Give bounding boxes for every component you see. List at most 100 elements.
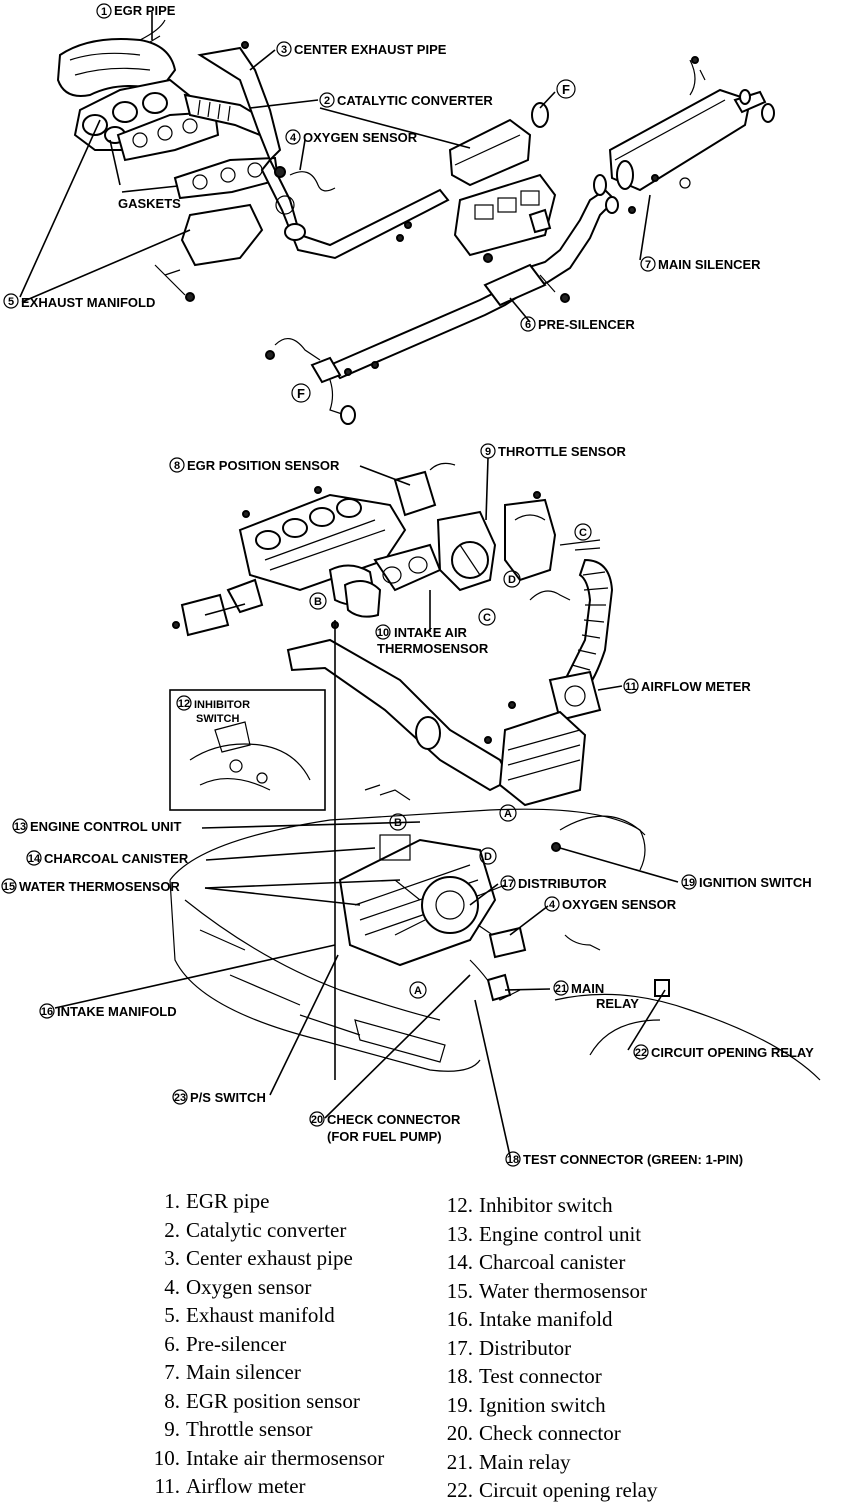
legend-item: 11.Airflow meter bbox=[150, 1472, 384, 1501]
svg-text:3: 3 bbox=[281, 44, 287, 56]
connector-d-engine: D bbox=[479, 847, 497, 865]
svg-text:P/S SWITCH: P/S SWITCH bbox=[190, 1090, 266, 1105]
legend-item-number: 2. bbox=[164, 1217, 180, 1242]
legend-item-number: 7. bbox=[164, 1360, 180, 1384]
svg-text:2: 2 bbox=[324, 95, 330, 107]
legend-item-text: Exhaust manifold bbox=[186, 1303, 335, 1327]
legend-item-number: 15. bbox=[446, 1278, 473, 1303]
connector-d-throttle: D bbox=[503, 570, 521, 588]
legend-item-text: Check connector bbox=[479, 1421, 621, 1445]
legend-item-number: 19. bbox=[446, 1392, 473, 1417]
svg-text:4: 4 bbox=[549, 899, 556, 911]
legend-item-number: 6. bbox=[164, 1331, 180, 1356]
svg-text:6: 6 bbox=[525, 319, 531, 331]
legend-item: 9.Throttle sensor bbox=[150, 1415, 384, 1444]
connector-b-engine: B bbox=[389, 813, 407, 831]
svg-text:15: 15 bbox=[3, 881, 15, 893]
legend-item-number: 1. bbox=[164, 1189, 180, 1213]
legend-item: 7.Main silencer bbox=[150, 1358, 384, 1387]
svg-text:DISTRIBUTOR: DISTRIBUTOR bbox=[518, 876, 607, 891]
callout-center-exhaust-pipe: 3 CENTER EXHAUST PIPE bbox=[276, 41, 447, 57]
svg-text:F: F bbox=[297, 386, 305, 401]
svg-text:EGR PIPE: EGR PIPE bbox=[114, 3, 176, 18]
legend-item-text: Test connector bbox=[479, 1364, 602, 1388]
svg-text:RELAY: RELAY bbox=[596, 996, 639, 1011]
callout-intake-manifold: 16 INTAKE MANIFOLD bbox=[39, 1003, 177, 1019]
svg-text:20: 20 bbox=[311, 1114, 323, 1126]
connector-c-hose: C bbox=[574, 523, 592, 541]
callout-throttle-sensor: 9 THROTTLE SENSOR bbox=[480, 443, 626, 459]
svg-text:CHECK CONNECTOR: CHECK CONNECTOR bbox=[327, 1112, 461, 1127]
callout-circuit-opening-relay: 22 CIRCUIT OPENING RELAY bbox=[633, 1044, 814, 1060]
legend-item-number: 4. bbox=[164, 1274, 180, 1299]
legend-item-text: Circuit opening relay bbox=[479, 1478, 658, 1502]
svg-text:D: D bbox=[484, 851, 492, 863]
svg-text:OXYGEN SENSOR: OXYGEN SENSOR bbox=[562, 897, 677, 912]
legend-item-number: 17. bbox=[446, 1335, 473, 1360]
callout-check-connector: 20 CHECK CONNECTOR (FOR FUEL PUMP) bbox=[309, 1111, 461, 1144]
callout-pre-silencer: 6 PRE-SILENCER bbox=[520, 316, 635, 332]
engine-callouts: 8 EGR POSITION SENSOR 9 THROTTLE SENSOR … bbox=[1, 443, 814, 1167]
legend-item-number: 9. bbox=[164, 1417, 180, 1441]
legend-item: 10.Intake air thermosensor bbox=[150, 1444, 385, 1473]
legend-item-text: Pre-silencer bbox=[186, 1331, 287, 1356]
legend-item: 5.Exhaust manifold bbox=[150, 1301, 384, 1330]
svg-text:TEST CONNECTOR (GREEN: 1-PIN): TEST CONNECTOR (GREEN: 1-PIN) bbox=[523, 1152, 743, 1167]
svg-text:11: 11 bbox=[625, 681, 637, 693]
connector-f-front: F bbox=[291, 383, 311, 403]
legend-item-text: Intake air thermosensor bbox=[186, 1445, 385, 1470]
svg-text:10: 10 bbox=[377, 627, 389, 639]
legend-item: 2.Catalytic converter bbox=[150, 1216, 384, 1245]
connector-c-throttle: C bbox=[478, 608, 496, 626]
callout-ps-switch: 23 P/S SWITCH bbox=[172, 1089, 266, 1105]
legend-item: 15.Water thermosensor bbox=[445, 1277, 657, 1306]
legend-item-text: EGR position sensor bbox=[186, 1388, 360, 1413]
svg-text:B: B bbox=[314, 596, 322, 608]
legend-item-text: Catalytic converter bbox=[186, 1217, 347, 1242]
callout-catalytic-converter: 2 CATALYTIC CONVERTER bbox=[319, 92, 493, 108]
connector-a-engine: A bbox=[409, 981, 427, 999]
svg-text:CENTER EXHAUST PIPE: CENTER EXHAUST PIPE bbox=[294, 42, 447, 57]
svg-text:CHARCOAL CANISTER: CHARCOAL CANISTER bbox=[44, 851, 189, 866]
inhibitor-switch-inset bbox=[169, 689, 326, 811]
callout-test-connector: 18 TEST CONNECTOR (GREEN: 1-PIN) bbox=[505, 1151, 743, 1167]
svg-text:IGNITION SWITCH: IGNITION SWITCH bbox=[699, 875, 812, 890]
legend-item-number: 20. bbox=[446, 1421, 473, 1445]
label-gaskets: GASKETS bbox=[118, 196, 181, 211]
legend-item-text: Oxygen sensor bbox=[186, 1274, 312, 1299]
callout-intake-air-thermosensor: 10 INTAKE AIR THERMOSENSOR bbox=[375, 624, 489, 656]
svg-text:EXHAUST MANIFOLD: EXHAUST MANIFOLD bbox=[21, 295, 155, 310]
svg-text:13: 13 bbox=[14, 821, 26, 833]
callout-ignition-switch: 19 IGNITION SWITCH bbox=[681, 874, 812, 890]
exhaust-system-illustration bbox=[56, 19, 775, 425]
legend-item: 1.EGR pipe bbox=[150, 1187, 384, 1216]
svg-text:17: 17 bbox=[502, 878, 514, 890]
callout-charcoal-canister: 14 CHARCOAL CANISTER bbox=[26, 850, 189, 866]
legend-item: 8.EGR position sensor bbox=[150, 1387, 384, 1416]
svg-text:19: 19 bbox=[683, 877, 695, 889]
legend-item-number: 12. bbox=[446, 1193, 473, 1217]
engine-bay-illustration bbox=[338, 784, 670, 1002]
svg-text:9: 9 bbox=[485, 446, 491, 458]
legend-item-number: 5. bbox=[164, 1303, 180, 1327]
svg-text:(FOR FUEL PUMP): (FOR FUEL PUMP) bbox=[327, 1129, 442, 1144]
callout-exhaust-manifold: 5 EXHAUST MANIFOLD bbox=[3, 293, 155, 310]
legend-item-text: Inhibitor switch bbox=[479, 1193, 613, 1217]
callout-main-relay: 21 MAIN RELAY bbox=[553, 980, 639, 1011]
legend-item: 3.Center exhaust pipe bbox=[150, 1244, 384, 1273]
connector-f-rear: F bbox=[556, 79, 576, 99]
callout-egr-pipe: 1 EGR PIPE bbox=[96, 3, 176, 19]
svg-text:21: 21 bbox=[555, 983, 567, 995]
exhaust-leader-lines bbox=[19, 12, 651, 323]
svg-text:12: 12 bbox=[178, 698, 190, 710]
connector-b-intake: B bbox=[309, 592, 327, 610]
legend-item-text: EGR pipe bbox=[186, 1189, 270, 1213]
svg-text:1: 1 bbox=[101, 6, 107, 18]
legend-item-text: Center exhaust pipe bbox=[186, 1246, 353, 1270]
svg-text:7: 7 bbox=[645, 259, 651, 271]
svg-text:A: A bbox=[414, 985, 422, 997]
svg-text:THERMOSENSOR: THERMOSENSOR bbox=[377, 641, 489, 656]
svg-text:INTAKE MANIFOLD: INTAKE MANIFOLD bbox=[57, 1004, 177, 1019]
legend-item-text: Main silencer bbox=[186, 1360, 301, 1384]
